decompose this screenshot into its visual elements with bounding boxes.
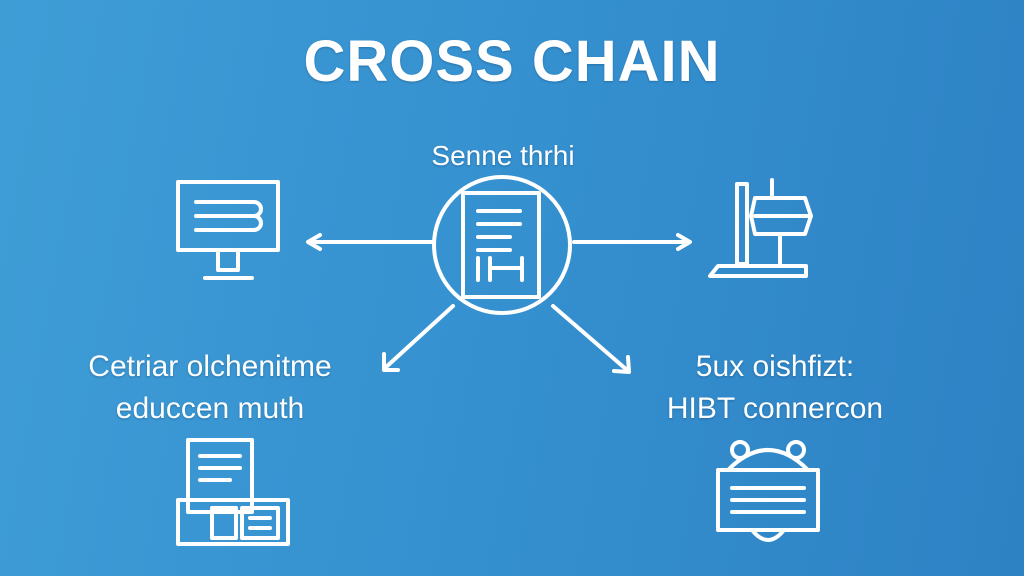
documents-icon bbox=[176, 438, 290, 546]
left-label-line2: educcen muth bbox=[115, 392, 305, 425]
right-label-line1: 5ux oishfizt: bbox=[695, 350, 855, 383]
server-node-icon bbox=[708, 178, 813, 278]
monitor-icon bbox=[176, 180, 280, 280]
diagram-title: CROSS CHAIN bbox=[303, 29, 721, 94]
right-label-line2: HIBT connercon bbox=[666, 392, 884, 425]
arrow-left bbox=[306, 233, 434, 251]
hub-document-icon bbox=[432, 175, 572, 315]
arrow-right bbox=[572, 233, 692, 251]
connector-device-icon bbox=[716, 440, 820, 542]
center-node-label: Senne thrhi bbox=[431, 140, 575, 171]
arrow-down-left bbox=[382, 304, 455, 372]
arrow-down-right bbox=[551, 304, 631, 374]
left-label-line1: Cetriar olchenitme bbox=[88, 350, 332, 383]
